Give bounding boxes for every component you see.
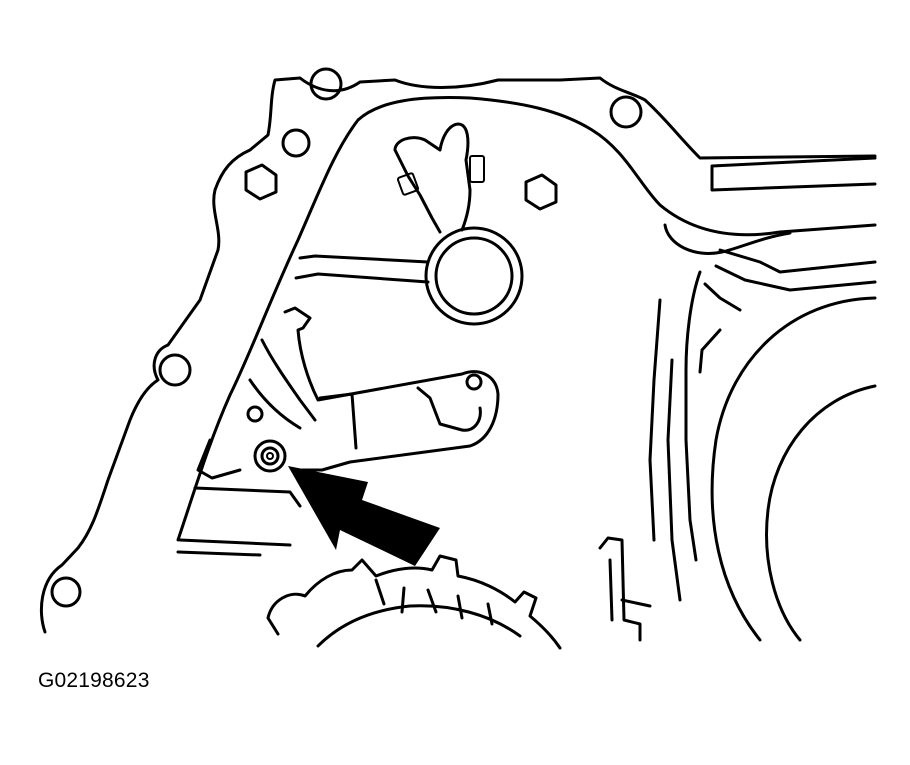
- bracket-tab-right: [469, 155, 485, 183]
- bolt-hole-lower-left: [50, 576, 82, 608]
- center-bore-inner: [434, 236, 514, 316]
- upper-right-rib: [710, 156, 877, 192]
- bracket-tab-left: [396, 172, 420, 196]
- lower-arm-bracket: [283, 306, 500, 472]
- bolt-hole-left: [158, 353, 192, 387]
- engine-cover-diagram: [39, 67, 877, 650]
- right-housing-outer: [710, 296, 877, 642]
- bottom-sprocket: [266, 554, 562, 650]
- arrow-icon: [288, 466, 440, 566]
- bolt-hole-top-right: [609, 95, 643, 129]
- right-lower-box: [598, 536, 652, 642]
- left-lower-rib: [176, 438, 302, 557]
- right-housing-inner: [765, 384, 877, 642]
- small-bolt: [246, 405, 264, 423]
- cover-flange-outline: [39, 76, 877, 634]
- cover-inner-outline: [176, 96, 877, 542]
- right-vertical-rib: [648, 270, 702, 602]
- hex-bolt-center: [524, 173, 558, 211]
- center-bore-outer: [424, 226, 524, 326]
- figure-code-label: G02198623: [38, 669, 150, 692]
- target-bolt-ring: [253, 439, 287, 473]
- right-upper-ribs: [698, 248, 877, 374]
- upper-bracket: [393, 122, 472, 234]
- target-bolt-center: [266, 452, 274, 460]
- sprocket-teeth: [374, 578, 494, 626]
- arm-bracket-inner: [318, 386, 482, 450]
- left-side-rib: [248, 338, 317, 430]
- bore-rib-left: [294, 254, 430, 284]
- bolt-hole-top-left: [309, 67, 343, 101]
- hex-bolt-left: [244, 163, 278, 201]
- bolt-hole-upper-left: [281, 128, 311, 158]
- boss-right: [663, 223, 792, 255]
- target-bolt-inner: [260, 446, 280, 466]
- arm-bracket-hole: [465, 373, 483, 391]
